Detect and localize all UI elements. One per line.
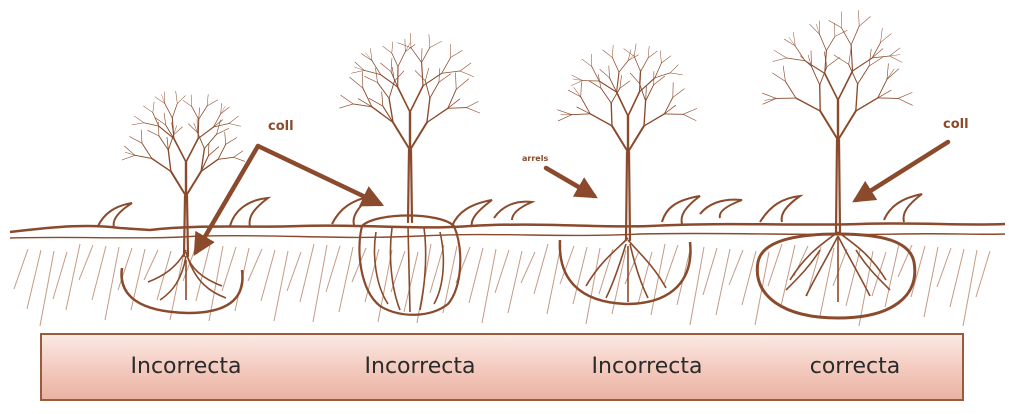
- callout-collar-right: coll: [943, 118, 969, 131]
- label-bar: Incorrecta Incorrecta Incorrecta correct…: [40, 333, 964, 401]
- trees: [122, 10, 913, 256]
- label-incorrect-2: Incorrecta: [365, 335, 476, 399]
- arrow-to-collar-4: [856, 142, 948, 200]
- soil-hatching: [14, 244, 990, 326]
- arrow-to-collar-2: [258, 146, 380, 204]
- planting-holes: [122, 234, 915, 318]
- ground-line: [10, 223, 1005, 232]
- label-incorrect-3: Incorrecta: [592, 335, 703, 399]
- label-correct: correcta: [810, 335, 901, 399]
- callout-roots: arrels: [522, 155, 548, 163]
- label-incorrect-1: Incorrecta: [131, 335, 242, 399]
- arrow-to-roots-3: [546, 168, 594, 196]
- callout-collar-left: coll: [268, 120, 294, 133]
